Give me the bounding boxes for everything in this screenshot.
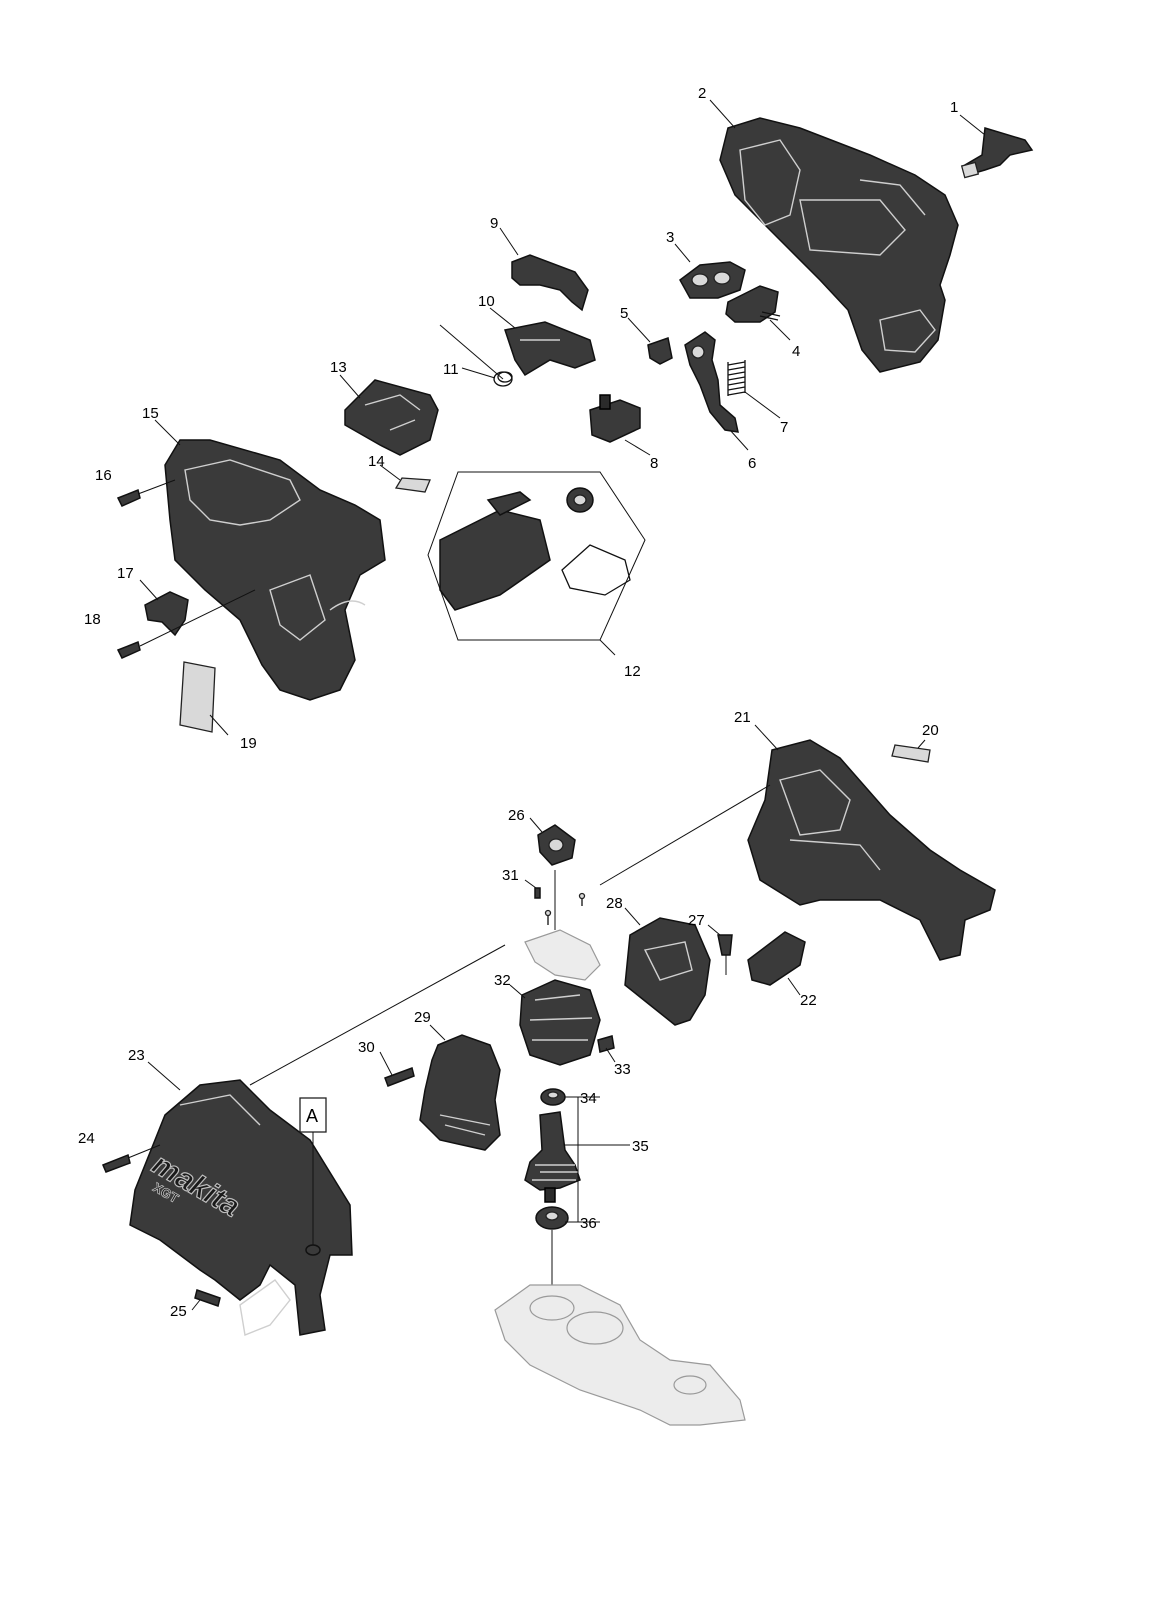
callout-32: 32 bbox=[494, 972, 511, 989]
part-12-kit-group bbox=[427, 471, 646, 641]
part-25-screw bbox=[194, 1289, 221, 1307]
part-13-control-board bbox=[344, 379, 439, 456]
callout-31: 31 bbox=[502, 867, 519, 884]
part-1-lever bbox=[960, 127, 1034, 179]
part-8-switch-block bbox=[589, 394, 641, 443]
callout-7: 7 bbox=[780, 419, 788, 436]
callout-29: 29 bbox=[414, 1009, 431, 1026]
part-31-screw bbox=[534, 887, 541, 899]
callout-36: 36 bbox=[580, 1215, 597, 1232]
callout-1: 1 bbox=[950, 99, 958, 116]
part-14-pad bbox=[394, 477, 431, 493]
callout-14: 14 bbox=[368, 453, 385, 470]
callout-3: 3 bbox=[666, 229, 674, 246]
reference-marker-letter: A bbox=[306, 1106, 318, 1126]
part-22-cap bbox=[747, 931, 806, 986]
part-19-label bbox=[179, 661, 216, 733]
gear-housing bbox=[494, 1284, 746, 1426]
part-4-switch-unit bbox=[725, 285, 781, 323]
callout-21: 21 bbox=[734, 709, 751, 726]
callout-4: 4 bbox=[792, 343, 800, 360]
part-21-motor-housing bbox=[599, 739, 996, 961]
part-16-screw bbox=[116, 479, 176, 507]
part-9-cover-plate bbox=[511, 254, 589, 312]
part-27-screw bbox=[717, 934, 733, 975]
part-32-stator bbox=[519, 979, 601, 1066]
callout-26: 26 bbox=[508, 807, 525, 824]
callout-16: 16 bbox=[95, 467, 112, 484]
callout-13: 13 bbox=[330, 359, 347, 376]
part-11-small-spring bbox=[493, 371, 513, 387]
part-5-clip bbox=[647, 337, 673, 365]
part-34-bearing bbox=[540, 1088, 566, 1106]
callout-19: 19 bbox=[240, 735, 257, 752]
callout-27: 27 bbox=[688, 912, 705, 929]
callout-leaders bbox=[139, 99, 986, 1311]
callout-2: 2 bbox=[698, 85, 706, 102]
part-10-trigger-assembly bbox=[504, 321, 596, 377]
callout-17: 17 bbox=[117, 565, 134, 582]
callout-18: 18 bbox=[84, 611, 101, 628]
part-28-bracket bbox=[624, 917, 711, 1026]
callout-9: 9 bbox=[490, 215, 498, 232]
part-15-housing-half bbox=[164, 439, 386, 701]
callout-34: 34 bbox=[580, 1090, 597, 1107]
part-2-handle-housing bbox=[719, 117, 959, 373]
callout-33: 33 bbox=[614, 1061, 631, 1078]
part-17-latch bbox=[144, 591, 189, 637]
part-33-terminal bbox=[597, 1035, 615, 1053]
part-24-screw bbox=[102, 1144, 161, 1173]
part-30-screw bbox=[384, 1067, 415, 1087]
callout-25: 25 bbox=[170, 1303, 187, 1320]
callout-24: 24 bbox=[78, 1130, 95, 1147]
sensor-plate bbox=[249, 870, 601, 1086]
callout-11: 11 bbox=[443, 361, 459, 378]
center-screws bbox=[544, 892, 586, 925]
callout-6: 6 bbox=[748, 455, 756, 472]
part-26-rubber-ring bbox=[537, 824, 576, 866]
reference-marker bbox=[299, 1097, 327, 1256]
part-3-switch-cover bbox=[679, 261, 746, 299]
callout-20: 20 bbox=[922, 722, 939, 739]
callout-15: 15 bbox=[142, 405, 159, 422]
part-29-motor-cover bbox=[419, 1034, 501, 1151]
leader-11-axis bbox=[439, 324, 504, 380]
callout-labels: 1 2 3 4 5 6 7 8 9 10 11 12 13 14 15 16 1… bbox=[78, 85, 958, 1320]
part-20-badge bbox=[891, 744, 931, 763]
callout-10: 10 bbox=[478, 293, 495, 310]
callout-28: 28 bbox=[606, 895, 623, 912]
callout-12: 12 bbox=[624, 663, 641, 680]
part-35-rotor bbox=[524, 1111, 581, 1203]
part-23-front-housing: makita XGT bbox=[129, 1079, 353, 1336]
part-18-screw bbox=[116, 589, 256, 659]
callout-8: 8 bbox=[650, 455, 658, 472]
part-7-spring bbox=[727, 360, 746, 396]
callout-30: 30 bbox=[358, 1039, 375, 1056]
callout-22: 22 bbox=[800, 992, 817, 1009]
callout-23: 23 bbox=[128, 1047, 145, 1064]
callout-35: 35 bbox=[632, 1138, 649, 1155]
part-36-bearing bbox=[535, 1206, 569, 1285]
callout-5: 5 bbox=[620, 305, 628, 322]
part-6-lever-arm bbox=[684, 331, 739, 433]
